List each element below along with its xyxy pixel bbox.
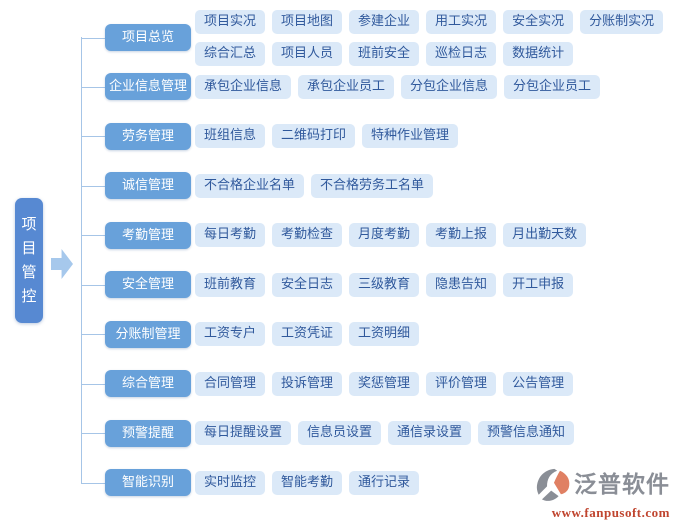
- menu-item[interactable]: 三级教育: [349, 272, 420, 297]
- menu-item[interactable]: 实时监控: [195, 470, 266, 495]
- category-node[interactable]: 预警提醒: [105, 419, 191, 447]
- menu-item[interactable]: 每日考勤: [195, 223, 266, 248]
- branch-line: [81, 383, 105, 385]
- menu-item[interactable]: 安全日志: [272, 272, 343, 297]
- menu-item[interactable]: 月出勤天数: [503, 223, 587, 248]
- menu-item[interactable]: 考勤上报: [426, 223, 497, 248]
- item-group: 每日考勤考勤检查月度考勤考勤上报月出勤天数: [195, 223, 667, 248]
- branch-line: [81, 86, 105, 88]
- tree-trunk-line: [81, 37, 82, 483]
- menu-item[interactable]: 分包企业员工: [504, 74, 601, 99]
- menu-item[interactable]: 通信录设置: [388, 421, 472, 446]
- menu-item[interactable]: 承包企业信息: [195, 74, 292, 99]
- category-node[interactable]: 劳务管理: [105, 122, 191, 150]
- menu-item[interactable]: 项目实况: [195, 9, 266, 34]
- menu-item[interactable]: 用工实况: [426, 9, 497, 34]
- menu-item[interactable]: 承包企业员工: [298, 74, 395, 99]
- item-group: 承包企业信息承包企业员工分包企业信息分包企业员工: [195, 74, 667, 99]
- branch-line: [81, 37, 105, 39]
- menu-item[interactable]: 分账制实况: [580, 9, 664, 34]
- item-group: 合同管理投诉管理奖惩管理评价管理公告管理: [195, 371, 667, 396]
- brand-url[interactable]: www.fanpusoft.com: [551, 505, 670, 520]
- menu-item[interactable]: 数据统计: [503, 41, 574, 66]
- menu-item[interactable]: 月度考勤: [349, 223, 420, 248]
- item-group: 班组信息二维码打印特种作业管理: [195, 124, 667, 149]
- menu-item[interactable]: 投诉管理: [272, 371, 343, 396]
- item-group: 班前教育安全日志三级教育隐患告知开工申报: [195, 272, 667, 297]
- menu-item[interactable]: 综合汇总: [195, 41, 266, 66]
- menu-item[interactable]: 班组信息: [195, 124, 266, 149]
- menu-item[interactable]: 不合格企业名单: [195, 173, 305, 198]
- category-node[interactable]: 安全管理: [105, 271, 191, 299]
- item-group: 不合格企业名单不合格劳务工名单: [195, 173, 667, 198]
- menu-item[interactable]: 工资专户: [195, 322, 266, 347]
- root-node[interactable]: 项目管控: [15, 198, 43, 323]
- branch-line: [81, 235, 105, 237]
- category-node[interactable]: 考勤管理: [105, 221, 191, 249]
- menu-item[interactable]: 通行记录: [349, 470, 420, 495]
- menu-item[interactable]: 隐患告知: [426, 272, 497, 297]
- branch-line: [81, 284, 105, 286]
- menu-item[interactable]: 安全实况: [503, 9, 574, 34]
- menu-item[interactable]: 每日提醒设置: [195, 421, 292, 446]
- brand-logo: 泛普软件 www.fanpusoft.com: [535, 467, 670, 521]
- menu-item[interactable]: 信息员设置: [298, 421, 382, 446]
- branch-line: [81, 185, 105, 187]
- menu-item[interactable]: 二维码打印: [272, 124, 356, 149]
- brand-logo-icon: [536, 468, 570, 501]
- menu-item[interactable]: 考勤检查: [272, 223, 343, 248]
- menu-item[interactable]: 班前教育: [195, 272, 266, 297]
- menu-item[interactable]: 开工申报: [503, 272, 574, 297]
- menu-item[interactable]: 分包企业信息: [401, 74, 498, 99]
- category-node[interactable]: 诚信管理: [105, 172, 191, 200]
- brand-name: 泛普软件: [574, 472, 670, 498]
- category-node[interactable]: 企业信息管理: [105, 73, 191, 101]
- menu-item[interactable]: 预警信息通知: [478, 421, 575, 446]
- category-node[interactable]: 智能识别: [105, 469, 191, 497]
- menu-item[interactable]: 参建企业: [349, 9, 420, 34]
- menu-item[interactable]: 不合格劳务工名单: [311, 173, 434, 198]
- arrow-right-icon: [51, 249, 73, 279]
- item-group: 工资专户工资凭证工资明细: [195, 322, 667, 347]
- branch-line: [81, 482, 105, 484]
- menu-item[interactable]: 巡检日志: [426, 41, 497, 66]
- menu-item[interactable]: 评价管理: [426, 371, 497, 396]
- menu-item[interactable]: 项目人员: [272, 41, 343, 66]
- item-group: 项目实况项目地图参建企业用工实况安全实况分账制实况综合汇总项目人员班前安全巡检日…: [195, 9, 667, 66]
- menu-item[interactable]: 工资凭证: [272, 322, 343, 347]
- category-node[interactable]: 分账制管理: [105, 320, 191, 348]
- menu-item[interactable]: 班前安全: [349, 41, 420, 66]
- menu-item[interactable]: 奖惩管理: [349, 371, 420, 396]
- menu-item[interactable]: 公告管理: [503, 371, 574, 396]
- category-node[interactable]: 综合管理: [105, 370, 191, 398]
- branch-line: [81, 334, 105, 336]
- menu-item[interactable]: 工资明细: [349, 322, 420, 347]
- menu-item[interactable]: 项目地图: [272, 9, 343, 34]
- item-group: 实时监控智能考勤通行记录: [195, 470, 667, 495]
- menu-item[interactable]: 智能考勤: [272, 470, 343, 495]
- menu-item[interactable]: 合同管理: [195, 371, 266, 396]
- branch-line: [81, 433, 105, 435]
- item-group: 每日提醒设置信息员设置通信录设置预警信息通知: [195, 421, 667, 446]
- category-node[interactable]: 项目总览: [105, 24, 191, 51]
- menu-item[interactable]: 特种作业管理: [362, 124, 459, 149]
- branch-line: [81, 136, 105, 138]
